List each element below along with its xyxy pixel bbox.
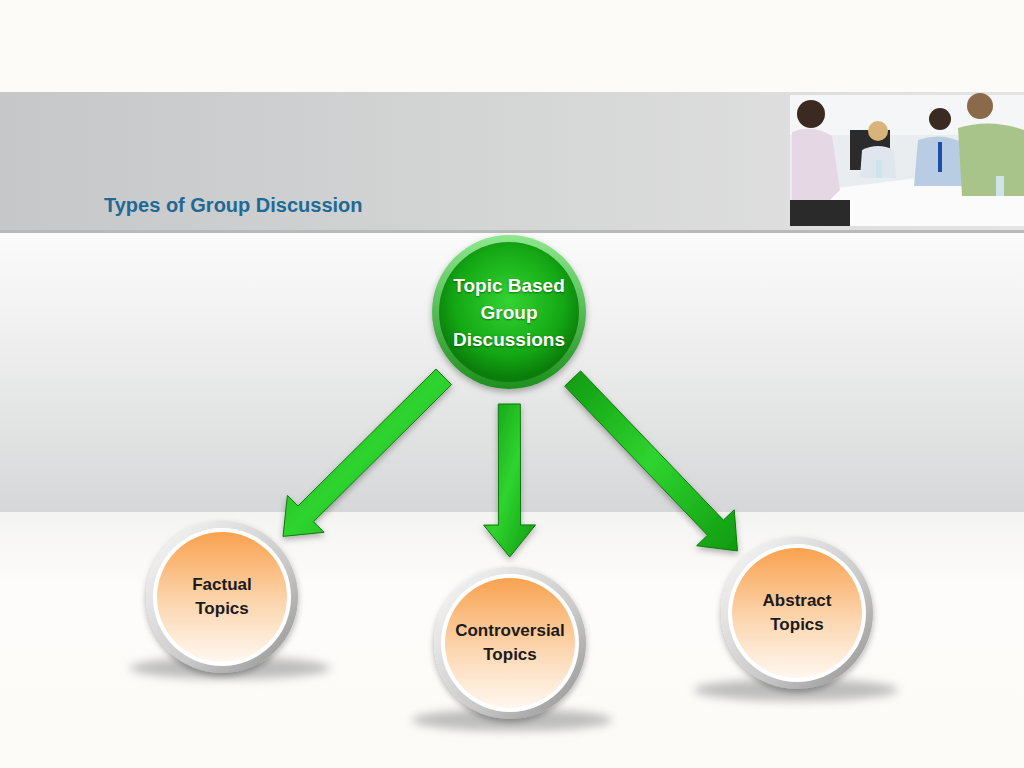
meeting-photo [790, 93, 1024, 226]
node-label: Topic Based Group Discussions [453, 272, 565, 353]
header-band [0, 92, 1024, 230]
topic-node: Controversial Topics [432, 565, 588, 721]
stage-backdrop [0, 232, 1024, 512]
node-label: Factual Topics [192, 573, 252, 621]
text-holder: Factual Topics [144, 519, 300, 675]
hub-node: Topic Based Group Discussions [431, 234, 587, 390]
slide-title: Types of Group Discussion [104, 194, 363, 217]
stage-floor [0, 512, 1024, 768]
node-label: Abstract Topics [763, 589, 832, 637]
topic-circle [432, 565, 588, 721]
topic-node: Abstract Topics [719, 535, 875, 691]
connector-arrow [565, 371, 738, 551]
text-holder: Controversial Topics [432, 565, 588, 721]
topic-circle [719, 535, 875, 691]
topic-node: Factual Topics [144, 519, 300, 675]
connector-arrow [484, 404, 536, 557]
topic-circle [144, 519, 300, 675]
connector-arrow [283, 369, 452, 536]
node-label: Controversial Topics [455, 619, 565, 667]
text-holder: Abstract Topics [719, 535, 875, 691]
header-shadow [0, 230, 1024, 233]
text-holder: Topic Based Group Discussions [431, 234, 587, 390]
